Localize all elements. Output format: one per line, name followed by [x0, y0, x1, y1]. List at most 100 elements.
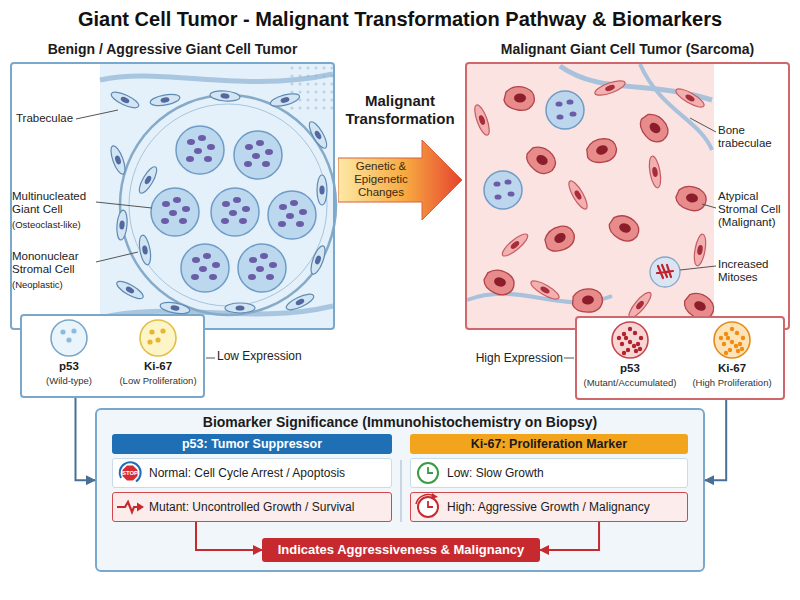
stain-dot [617, 336, 621, 340]
biomarker-box: High Expressionp53(Mutant/Accumulated)Ki… [575, 316, 785, 400]
part-label: Multinucleated Giant Cell [12, 190, 98, 216]
biomarker-circle: p53(Mutant/Accumulated) [579, 320, 681, 396]
conclusion-text: Indicates Aggressiveness & Malignancy [262, 538, 540, 562]
circle-outline [610, 320, 650, 360]
giant-cell [176, 126, 224, 174]
leader-line [680, 266, 716, 270]
stain-dot [632, 344, 636, 348]
stain-dot [628, 327, 632, 331]
stain-dot [734, 344, 738, 348]
mitotic-figure [650, 257, 680, 287]
biomarker-box: Low Expressionp53(Wild-type)Ki-67(Low Pr… [20, 314, 205, 398]
giant-cell [268, 191, 316, 239]
clock-hands [428, 467, 433, 473]
stain-dot [160, 328, 165, 333]
stain-dot [633, 331, 637, 335]
arrow-head [431, 493, 438, 499]
clock-face [418, 463, 438, 483]
atypical-cell [635, 109, 673, 147]
part-label: Increased Mitoses [718, 258, 796, 284]
stain-dot [738, 342, 742, 346]
spindle-cell [692, 233, 707, 266]
row-text: Normal: Cell Cycle Arrest / Apoptosis [113, 459, 391, 487]
marker-circle [714, 322, 750, 358]
marker-status: (Low Proliferation) [109, 375, 207, 386]
stain-dot [149, 329, 154, 334]
stromal-cell [108, 144, 128, 176]
circle-outline [712, 320, 752, 360]
spindle-cell [674, 86, 707, 111]
leader-line [96, 252, 138, 262]
stromal-cell [306, 120, 330, 151]
part-label: Mononuclear Stromal Cell [12, 250, 98, 276]
header-text: p53: Tumor Suppressor [112, 434, 392, 454]
giant-cell [181, 244, 229, 292]
marker-status: (Mutant/Accumulated) [575, 377, 685, 388]
column-divider [401, 460, 402, 522]
stain-dot [719, 336, 723, 340]
column-header: Ki-67: Proliferation Marker [410, 434, 688, 454]
marker-name: p53 [24, 360, 114, 372]
clock-face [418, 497, 438, 517]
arrow-heading: Malignant Transformation [328, 92, 472, 128]
header-text: Ki-67: Proliferation Marker [410, 434, 688, 454]
malignant-tissue-bg [467, 64, 714, 328]
atypical-cell [606, 212, 643, 245]
arrow-head [137, 503, 144, 512]
stain-dot [626, 348, 630, 352]
leader-line [690, 118, 716, 132]
leader-line [76, 110, 118, 119]
spindle-cell [500, 231, 531, 259]
leader-line [702, 204, 716, 208]
stain-dot [730, 327, 734, 331]
leader-line [96, 202, 152, 208]
marker-name: Ki-67 [681, 362, 783, 374]
speed-arc [416, 495, 434, 504]
part-label: Bone trabeculae [718, 124, 796, 150]
expression-label: Low Expression [217, 349, 302, 363]
atypical-cell [674, 184, 708, 213]
clock-hands [428, 501, 433, 507]
atypical-cell [522, 142, 560, 178]
part-label: Trabeculae [16, 112, 96, 125]
stain-dot [638, 347, 642, 351]
uncontrolled-arrow-icon [117, 502, 144, 512]
biomarker-circle: p53(Wild-type) [24, 318, 114, 394]
stromal-cell [115, 278, 146, 302]
atypical-cell [481, 267, 516, 298]
column-header: p53: Tumor Suppressor [112, 434, 392, 454]
trabecula-ring [129, 104, 327, 306]
part-label: (Osteoclast-like) [12, 218, 100, 231]
stain-dot [622, 332, 626, 336]
stromal-cell [136, 165, 160, 196]
cycle-arrow [120, 462, 141, 481]
tissue-texture [290, 64, 333, 114]
state-row: Low: Slow Growth [410, 458, 688, 488]
giant-cell [151, 188, 199, 236]
stromal-cell [284, 291, 315, 313]
stromal-cell [109, 89, 140, 111]
arrow-text: Genetic & Epigenetic Changes [342, 160, 420, 199]
giant-cell [546, 91, 584, 129]
stain-dot [60, 329, 65, 334]
trabecula [100, 74, 333, 81]
spindle-cell [529, 278, 562, 303]
stain-dot [639, 336, 643, 340]
atypical-cell [570, 286, 604, 315]
stain-dot [634, 349, 638, 353]
spindle-cell [566, 179, 591, 212]
marker-circle [140, 320, 176, 356]
stop-sign [123, 466, 138, 481]
stromal-cell [269, 91, 301, 108]
stain-dot [724, 351, 728, 355]
conclusion-band: Indicates Aggressiveness & Malignancy [262, 538, 540, 562]
transformation-arrow: Malignant TransformationGenetic & Epigen… [338, 138, 462, 222]
stromal-cell [137, 234, 152, 265]
stain-dot [620, 342, 624, 346]
part-label: (Neoplastic) [12, 278, 100, 291]
stain-dot [71, 328, 76, 333]
part-label: Atypical Stromal Cell (Malignant) [718, 190, 796, 229]
